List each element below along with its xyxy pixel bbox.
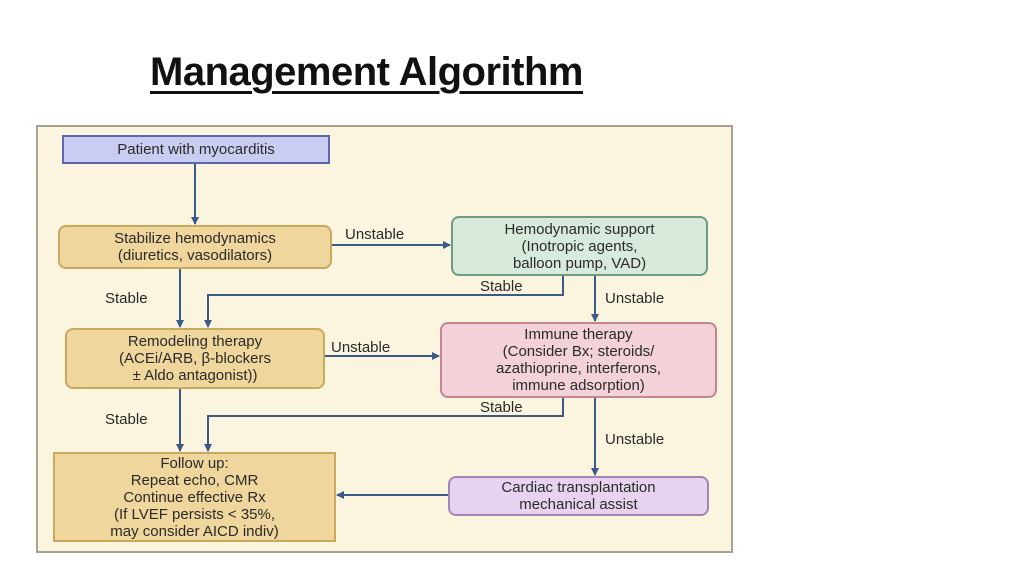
node-text: Cardiac transplantation bbox=[501, 479, 656, 496]
node-text: (ACEi/ARB, β-blockers bbox=[119, 350, 271, 367]
node-text: Hemodynamic support bbox=[504, 220, 655, 238]
node-stabilize: Stabilize hemodynamics (diuretics, vasod… bbox=[58, 225, 332, 269]
edge-label: Unstable bbox=[605, 431, 665, 448]
node-text: (Inotropic agents, bbox=[521, 237, 638, 255]
node-text: (If LVEF persists < 35%, bbox=[113, 505, 276, 523]
arrow-immune-stable bbox=[204, 397, 564, 452]
node-text: Remodeling therapy bbox=[127, 333, 263, 350]
edge-label: Unstable bbox=[331, 339, 391, 356]
edge-label: Unstable bbox=[345, 226, 405, 243]
node-text: azathioprine, interferons, bbox=[495, 360, 662, 377]
node-patient: Patient with myocarditis bbox=[62, 135, 330, 164]
slide-title: Management Algorithm bbox=[150, 50, 584, 94]
node-transplant: Cardiac transplantation mechanical assis… bbox=[448, 476, 709, 516]
node-immune-therapy: Immune therapy (Consider Bx; steroids/ a… bbox=[440, 322, 717, 398]
node-text: Stabilize hemodynamics bbox=[114, 230, 276, 247]
node-text: ± Aldo antagonist)) bbox=[132, 367, 258, 384]
node-text: Follow up: bbox=[160, 454, 229, 472]
edge-label: Stable bbox=[105, 411, 148, 428]
edge-label: Stable bbox=[480, 399, 523, 416]
node-remodeling: Remodeling therapy (ACEi/ARB, β-blockers… bbox=[65, 328, 325, 389]
node-text: Repeat echo, CMR bbox=[130, 471, 259, 489]
edge-label: Unstable bbox=[605, 290, 665, 307]
node-follow-up: Follow up: Repeat echo, CMR Continue eff… bbox=[53, 452, 336, 542]
node-text: balloon pump, VAD) bbox=[512, 254, 647, 272]
edge-label: Stable bbox=[105, 290, 148, 307]
node-text: mechanical assist bbox=[519, 496, 638, 513]
node-text: immune adsorption) bbox=[512, 377, 645, 394]
node-text: may consider AICD indiv) bbox=[110, 522, 279, 540]
node-hemodynamic-support: Hemodynamic support (Inotropic agents, b… bbox=[451, 216, 708, 276]
node-text: (Consider Bx; steroids/ bbox=[502, 343, 655, 360]
node-text: (diuretics, vasodilators) bbox=[117, 247, 273, 264]
node-text: Immune therapy bbox=[524, 326, 633, 343]
node-text: Continue effective Rx bbox=[123, 488, 266, 506]
node-text: Patient with myocarditis bbox=[117, 141, 275, 158]
arrow-hemodynamic-stable bbox=[204, 275, 564, 328]
edge-label: Stable bbox=[480, 278, 523, 295]
